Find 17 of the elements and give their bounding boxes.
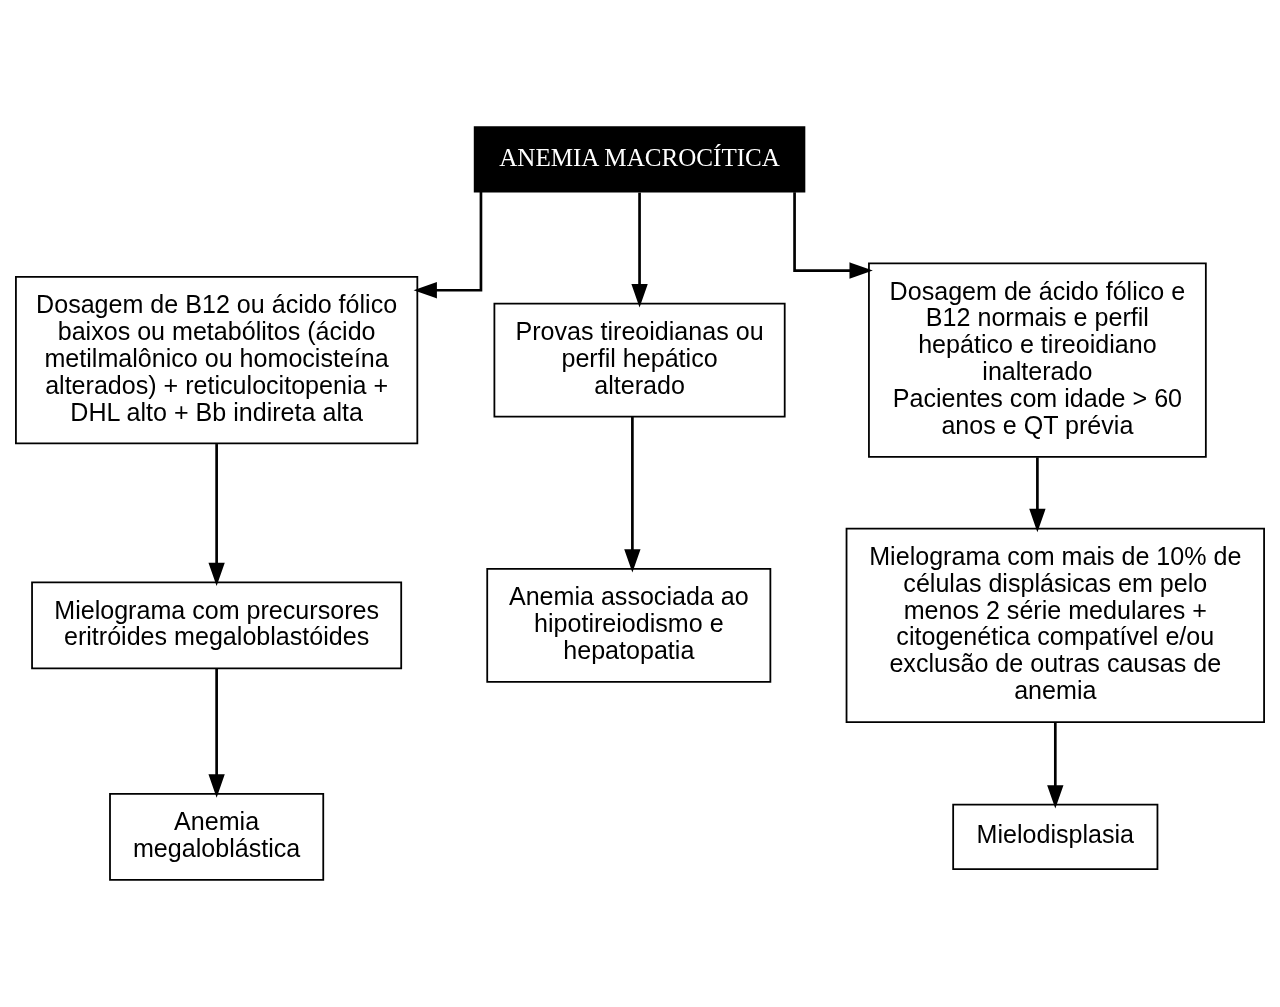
arrow — [208, 668, 225, 798]
arrow — [631, 192, 648, 308]
node-box: ANEMIA MACROCÍTICA — [473, 126, 806, 193]
arrow — [793, 192, 873, 279]
node-box: Dosagem de B12 ou ácido fólico baixos ou metabólitos (ácido metilmalônico ou homocisteína alterados) + reticulocitopenia + DHL alto + Bb indireta alta — [15, 275, 419, 445]
node-box: Mielograma com mais de 10% de células displásicas em pelo menos 2 série medulares + citogenética compatível e/ou exclusão de outras causas de anemia — [845, 527, 1265, 724]
node-box: Anemia megaloblástica — [109, 792, 325, 881]
node-box: Mielodisplasia — [952, 803, 1159, 870]
arrow — [1029, 457, 1046, 533]
arrow — [624, 417, 641, 573]
node-box: Anemia associada ao hipotireiodismo e hepatopatia — [486, 568, 772, 683]
node-box: Dosagem de ácido fólico e B12 normais e perfil hepático e tireoidiano inalterado Pacientes com idade > 60 anos e QT prévia — [868, 262, 1207, 458]
arrow — [208, 444, 225, 587]
node-box: Provas tireoidianas ou perfil hepático alterado — [493, 302, 786, 418]
node-box: Mielograma com precursores eritróides megaloblastóides — [31, 581, 403, 670]
arrow — [1047, 722, 1064, 809]
arrow — [413, 191, 483, 299]
